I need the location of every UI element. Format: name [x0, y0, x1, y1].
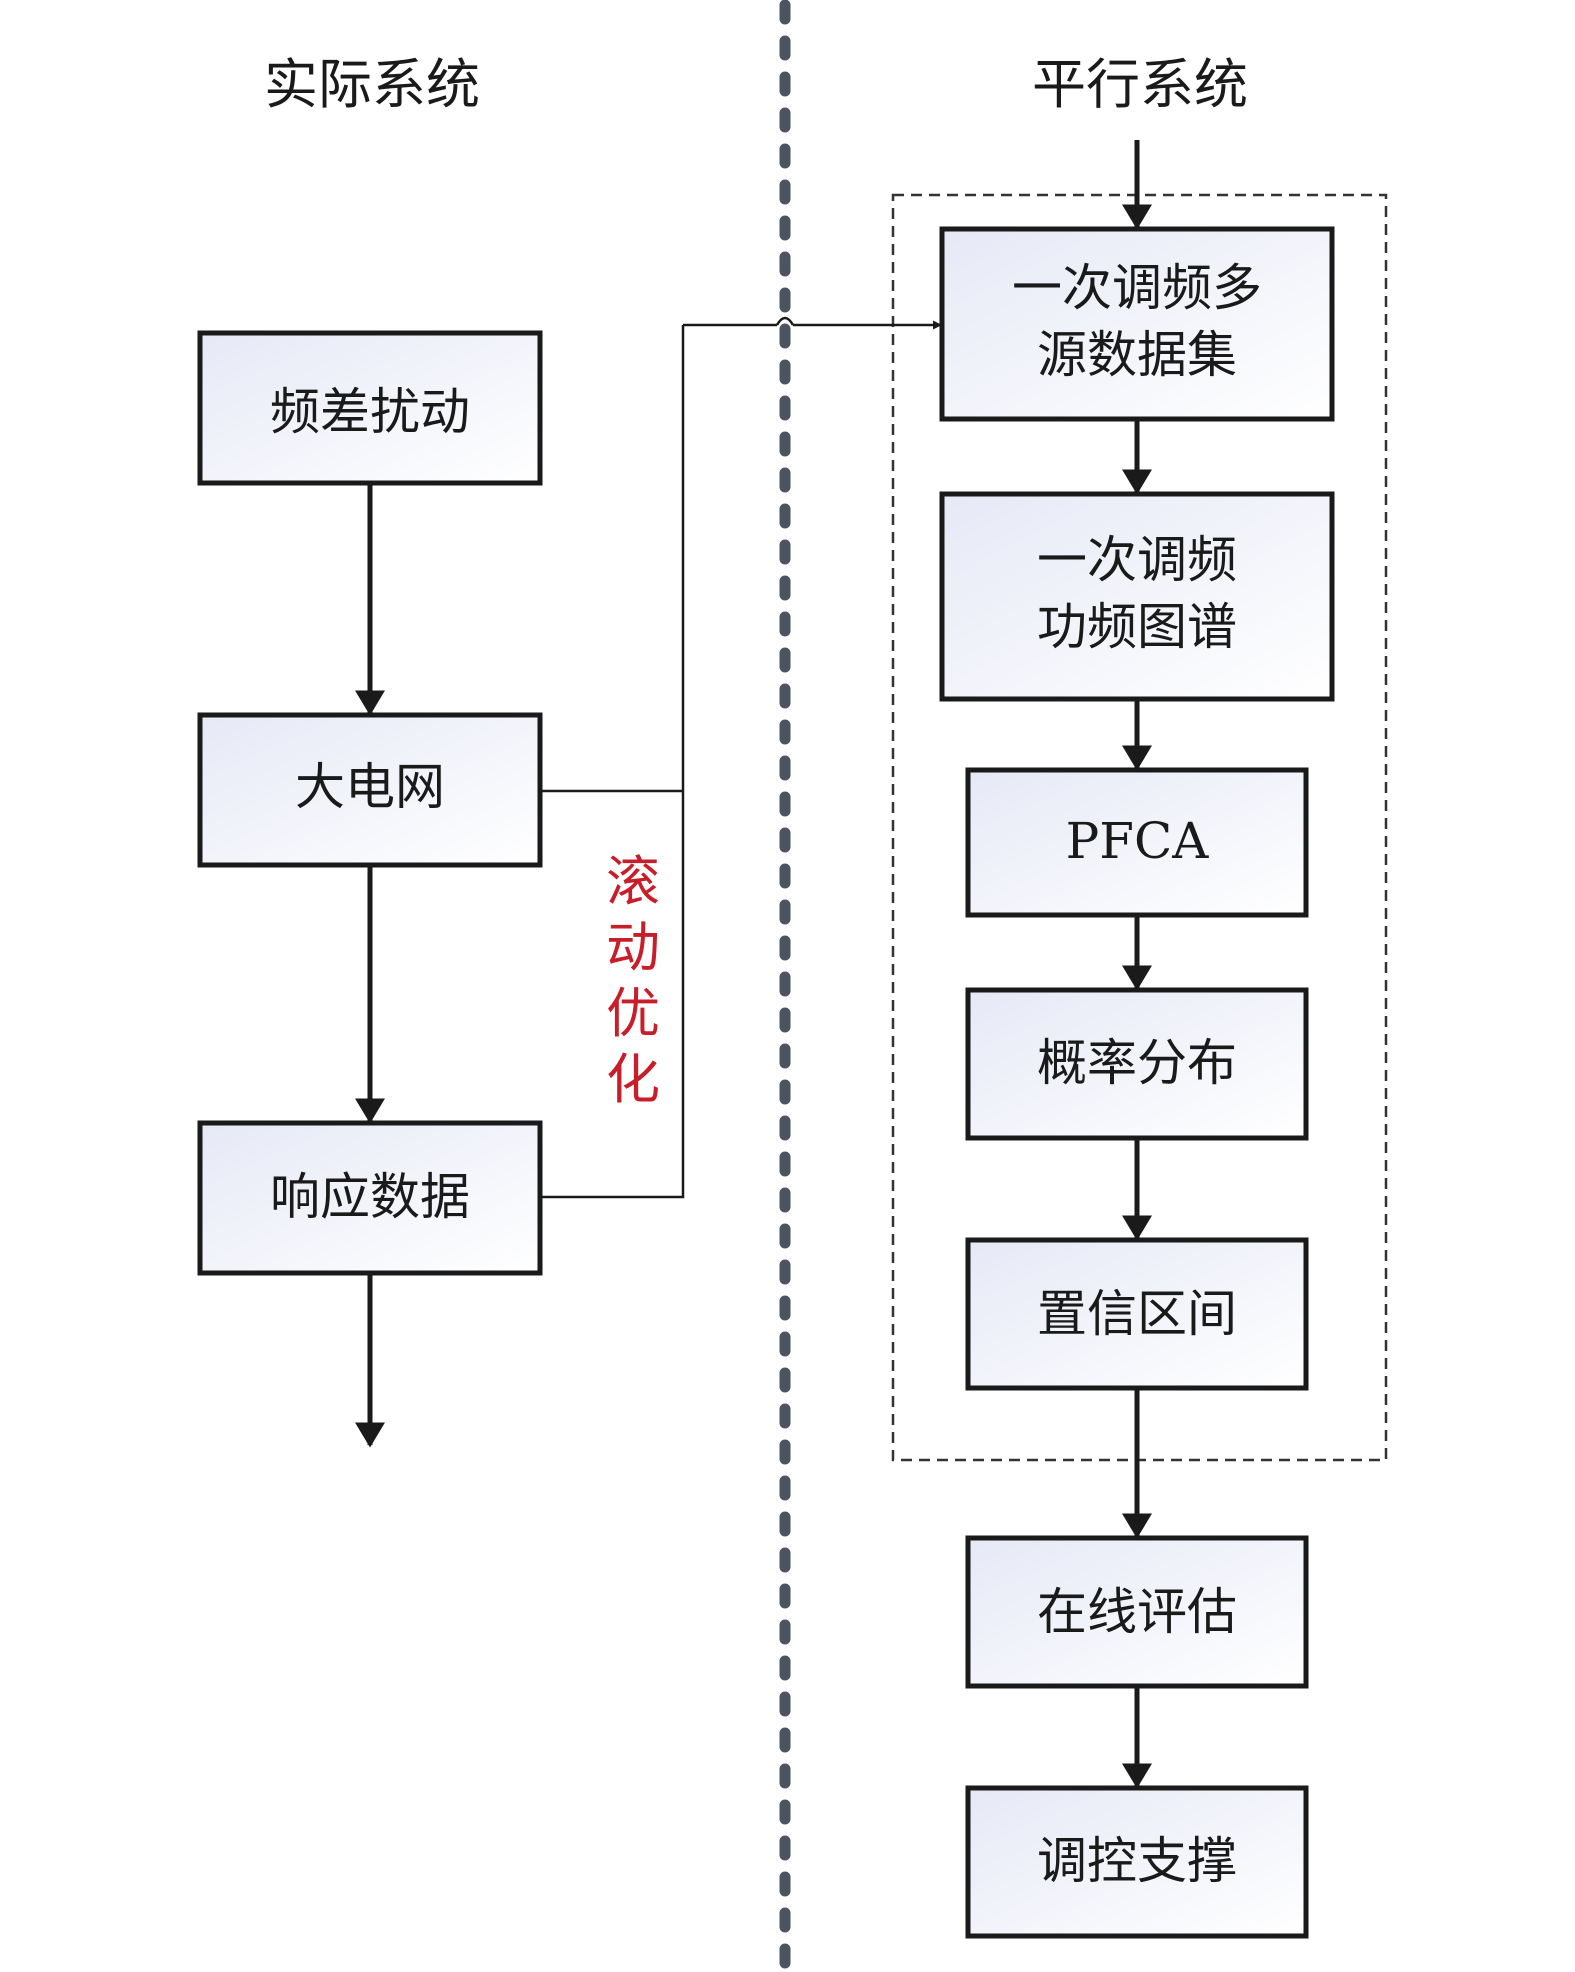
- side-label-char-2: 动: [606, 916, 660, 979]
- title-actual-system: 实际系统: [264, 53, 480, 116]
- box-pfca: PFCA: [965, 767, 1309, 918]
- box-power-grid-label: 大电网: [295, 758, 445, 816]
- box-response-data-label: 响应数据: [270, 1168, 470, 1226]
- side-label-char-1: 滚: [606, 850, 660, 913]
- box-power-frequency-spectrum-line2: 功频图谱: [1037, 598, 1237, 656]
- title-parallel-system: 平行系统: [1032, 53, 1248, 116]
- box-multi-source-dataset: 一次调频多 源数据集: [939, 226, 1335, 422]
- box-power-frequency-spectrum: 一次调频 功频图谱: [939, 491, 1335, 702]
- box-dispatch-support: 调控支撑: [965, 1785, 1309, 1939]
- box-dispatch-support-label: 调控支撑: [1037, 1832, 1237, 1890]
- side-label-rolling-optimization: 滚 动 优 化: [606, 850, 660, 1111]
- box-pfca-label: PFCA: [1066, 812, 1210, 870]
- box-probability-distribution: 概率分布: [965, 987, 1309, 1141]
- connector-response-to-bus: [540, 325, 685, 1199]
- box-confidence-interval: 置信区间: [965, 1237, 1309, 1391]
- box-multi-source-dataset-line2: 源数据集: [1037, 326, 1237, 384]
- box-probability-distribution-label: 概率分布: [1037, 1034, 1237, 1092]
- box-frequency-disturbance: 频差扰动: [197, 330, 543, 486]
- box-frequency-disturbance-label: 频差扰动: [270, 383, 470, 441]
- side-label-char-3: 优: [606, 982, 660, 1045]
- box-multi-source-dataset-line1: 一次调频多: [1012, 259, 1262, 317]
- connector-divider-hop: [775, 316, 795, 326]
- box-online-evaluation-label: 在线评估: [1037, 1583, 1237, 1641]
- side-label-char-4: 化: [606, 1048, 660, 1111]
- box-confidence-interval-label: 置信区间: [1037, 1285, 1237, 1343]
- box-power-frequency-spectrum-line1: 一次调频: [1037, 531, 1237, 589]
- box-response-data: 响应数据: [197, 1120, 543, 1276]
- box-online-evaluation: 在线评估: [965, 1535, 1309, 1689]
- box-power-grid: 大电网: [197, 712, 543, 868]
